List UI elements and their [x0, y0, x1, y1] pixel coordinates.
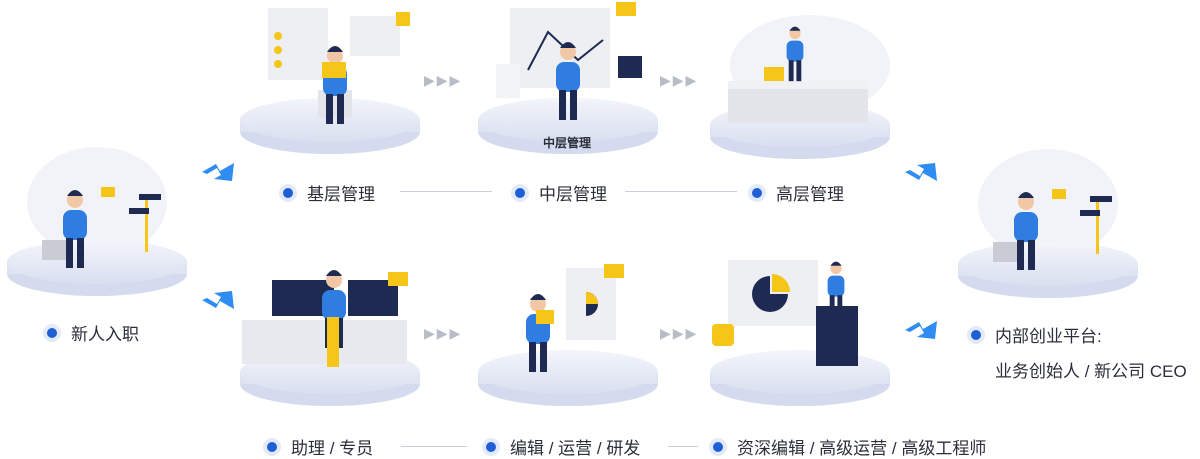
arrow-down-right-icon [905, 163, 937, 181]
arrow-up-right-icon [905, 321, 937, 339]
platform-mid-mgmt [478, 2, 658, 154]
connector-line [400, 191, 492, 192]
stage-senior-mgmt: 高层管理 [752, 180, 844, 205]
arrow-down-right-icon [202, 291, 234, 309]
bullet-dot [486, 441, 496, 452]
stage-end-sublabel: 业务创始人 / 新公司 CEO [995, 362, 1187, 381]
platform-editor [478, 264, 658, 406]
platform-senior-mgmt [710, 15, 890, 159]
platform-start [7, 147, 187, 296]
bullet-dot [713, 441, 723, 452]
bullet-dot [971, 329, 981, 340]
platform-end [958, 149, 1138, 298]
arrow-up-right-icon [202, 163, 234, 181]
stage-label: 高层管理 [776, 185, 844, 204]
stage-label: 助理 / 专员 [291, 439, 374, 458]
chevrons-right-icon: ▶▶▶ [660, 72, 699, 88]
connector-line [668, 446, 698, 447]
stage-label: 中层管理 [539, 185, 607, 204]
stage-label: 基层管理 [307, 185, 375, 204]
connector-line [401, 446, 467, 447]
stage-label: 新人入职 [71, 325, 139, 344]
bullet-dot [515, 187, 525, 198]
chevrons-right-icon: ▶▶▶ [660, 325, 699, 341]
bullet-dot [267, 441, 277, 452]
stage-senior-editor: 资深编辑 / 高级运营 / 高级工程师 [713, 434, 986, 459]
platform-senior-editor [710, 260, 890, 406]
stage-mid-mgmt: 中层管理 [515, 180, 607, 205]
stage-basic-mgmt: 基层管理 [283, 180, 375, 205]
stage-label: 资深编辑 / 高级运营 / 高级工程师 [737, 439, 987, 458]
connector-line [625, 191, 737, 192]
stage-label: 内部创业平台: [995, 327, 1102, 346]
stage-assistant: 助理 / 专员 [267, 434, 373, 459]
stage-label: 编辑 / 运营 / 研发 [510, 439, 641, 458]
platform-assistant [240, 270, 420, 406]
chevrons-right-icon: ▶▶▶ [424, 72, 463, 88]
bullet-dot [752, 187, 762, 198]
bullet-dot [283, 187, 293, 198]
stage-editor: 编辑 / 运营 / 研发 [486, 434, 640, 459]
platform-basic-mgmt [240, 8, 420, 154]
stage-end: 内部创业平台: [971, 322, 1102, 347]
bullet-dot [47, 327, 57, 338]
stage-start: 新人入职 [47, 320, 139, 345]
platform-caption: 中层管理 [543, 136, 592, 150]
chevrons-right-icon: ▶▶▶ [424, 325, 463, 341]
